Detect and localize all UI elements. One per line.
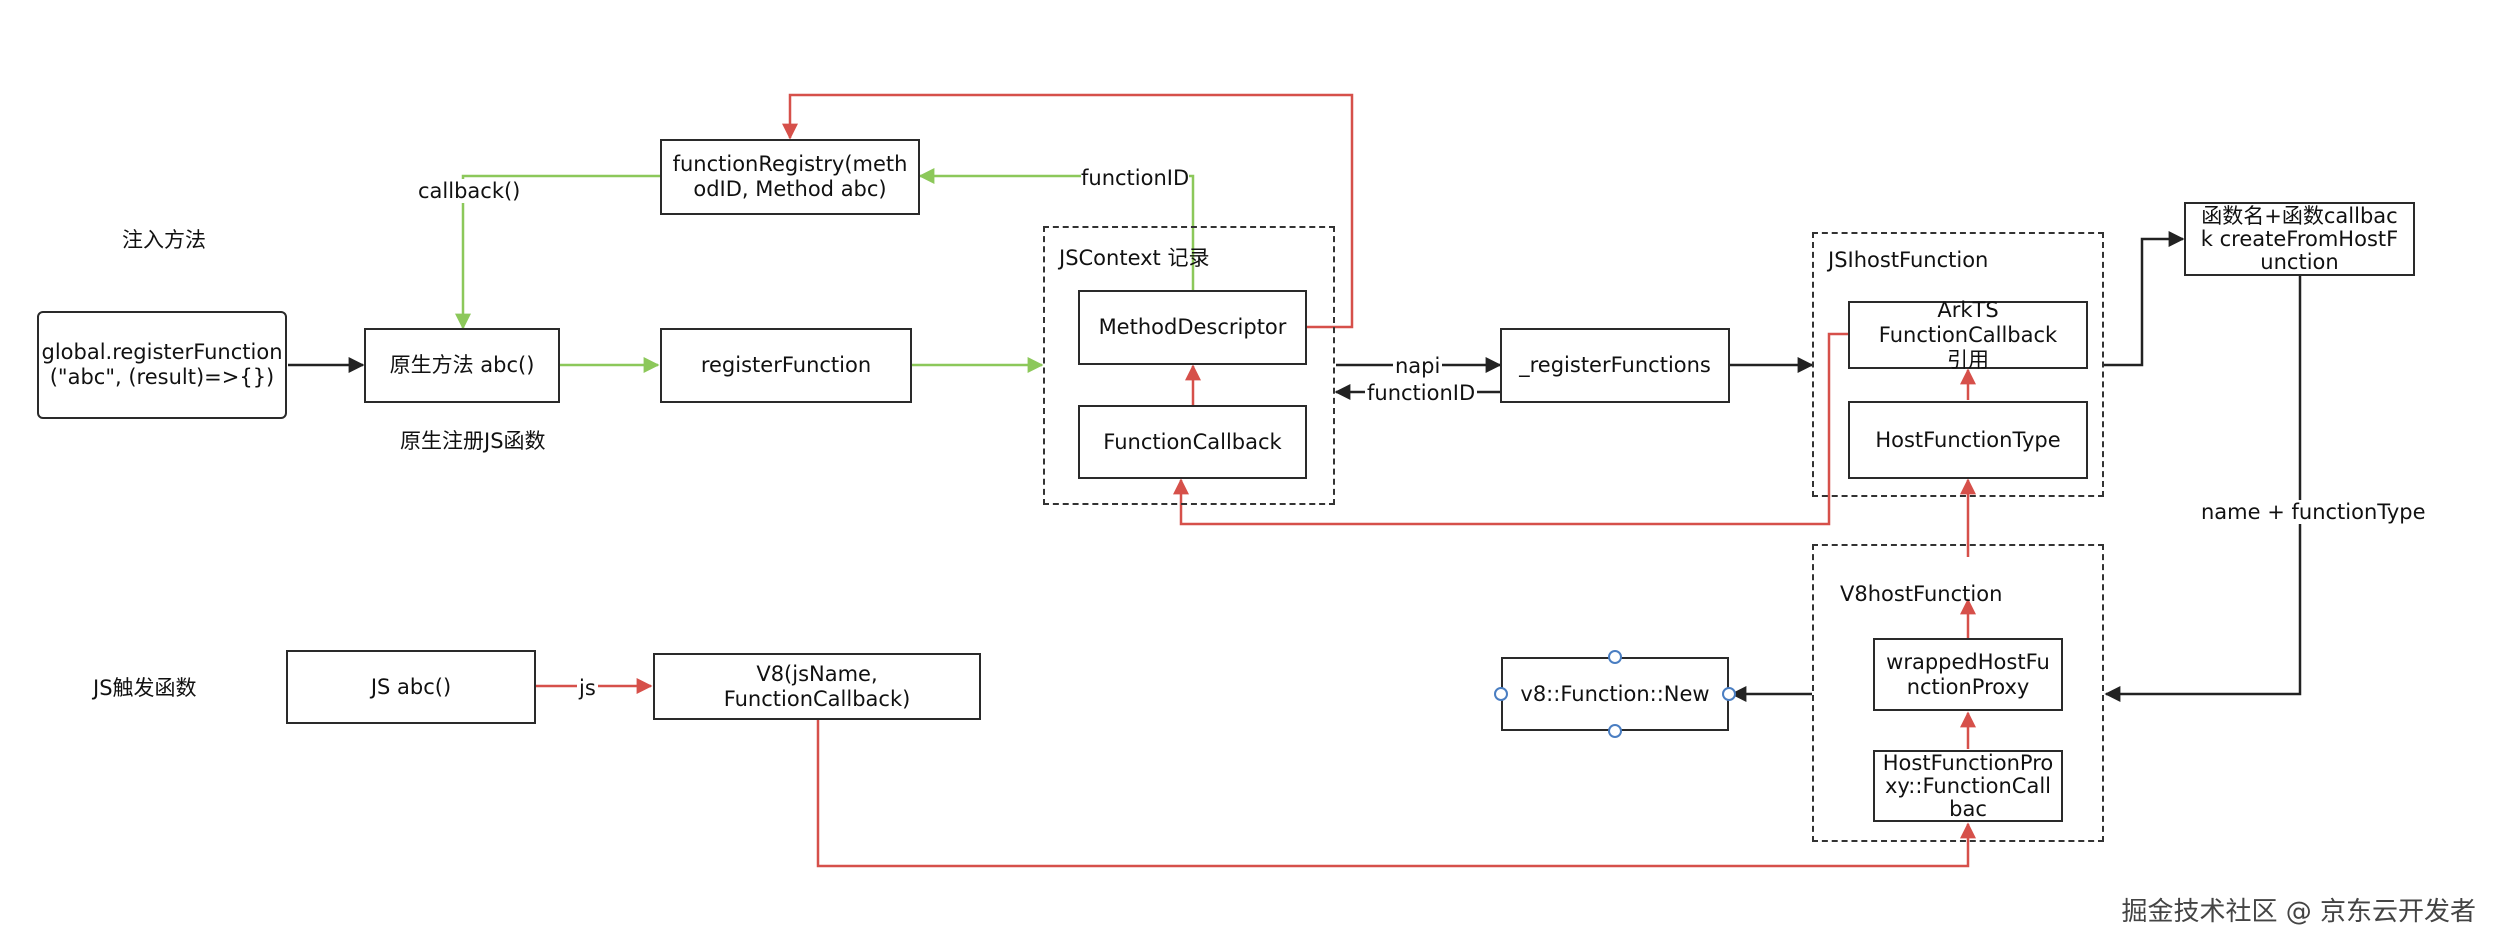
group-v8-host-function-title: V8hostFunction — [1840, 582, 2003, 606]
node-native-method[interactable]: 原生方法 abc() — [364, 328, 560, 403]
resize-handle-left[interactable] — [1494, 687, 1508, 701]
node-function-callback[interactable]: FunctionCallback — [1078, 405, 1307, 479]
node-method-descriptor[interactable]: MethodDescriptor — [1078, 290, 1307, 365]
node-register-function[interactable]: registerFunction — [660, 328, 912, 403]
edge-jsi-to-create — [2103, 231, 2185, 367]
edge-label-function-id-back: functionID — [1365, 381, 1478, 405]
resize-handle-top[interactable] — [1608, 650, 1622, 664]
node-v8-function-new[interactable]: v8::Function::New — [1501, 657, 1729, 731]
edge-label-js: js — [577, 676, 598, 700]
node-function-registry[interactable]: functionRegistry(methodID, Method abc) — [660, 139, 920, 215]
edge-label-function-id-top: functionID — [1081, 166, 1190, 190]
node-v8-jsname[interactable]: V8(jsName, FunctionCallback) — [653, 653, 981, 720]
group-v8-host-function: V8hostFunction — [1812, 544, 2104, 842]
edge-registry-callback — [455, 174, 660, 330]
edge-label-callback: callback() — [418, 179, 521, 203]
node-wrapped-host-function-proxy[interactable]: wrappedHostFunctionProxy — [1873, 638, 2063, 711]
group-jscontext-title: JSContext 记录 — [1059, 246, 1210, 270]
node-register-functions[interactable]: _registerFunctions — [1500, 328, 1730, 403]
edge-v8-to-proxy — [816, 720, 1976, 868]
section-native-register: 原生注册JS函数 — [400, 429, 546, 453]
watermark: 掘金技术社区 @ 京东云开发者 — [2121, 897, 2476, 927]
edge-descriptor-to-registry-red — [782, 93, 1354, 329]
group-jsi-host-function-title: JSIhostFunction — [1828, 248, 1989, 272]
edge-create-to-v8host — [2104, 275, 2302, 702]
node-host-function-proxy-callback[interactable]: HostFunctionProxy::FunctionCallbac — [1873, 750, 2063, 822]
node-arkts-function-callback[interactable]: ArkTS FunctionCallback 引用 — [1848, 298, 2088, 372]
edge-arkts-to-callback — [1173, 332, 1848, 526]
edge-label-napi: napi — [1393, 354, 1443, 378]
resize-handle-right[interactable] — [1722, 687, 1736, 701]
edge-descriptor-to-registry — [918, 168, 1195, 290]
node-js-abc[interactable]: JS abc() — [286, 650, 536, 724]
edge-label-name-function-type: name + functionType — [2199, 500, 2428, 524]
group-jscontext: JSContext 记录 — [1043, 226, 1335, 505]
section-js-trigger: JS触发函数 — [93, 676, 197, 700]
section-inject-method: 注入方法 — [122, 228, 206, 252]
node-host-function-type[interactable]: HostFunctionType — [1848, 401, 2088, 479]
node-global-register-function[interactable]: global.registerFunction ("abc", (result)… — [37, 311, 287, 419]
resize-handle-bottom[interactable] — [1608, 724, 1622, 738]
node-create-from-host-function[interactable]: 函数名+函数callback createFromHostFunction — [2184, 202, 2415, 276]
group-jsi-host-function: JSIhostFunction — [1812, 232, 2104, 497]
